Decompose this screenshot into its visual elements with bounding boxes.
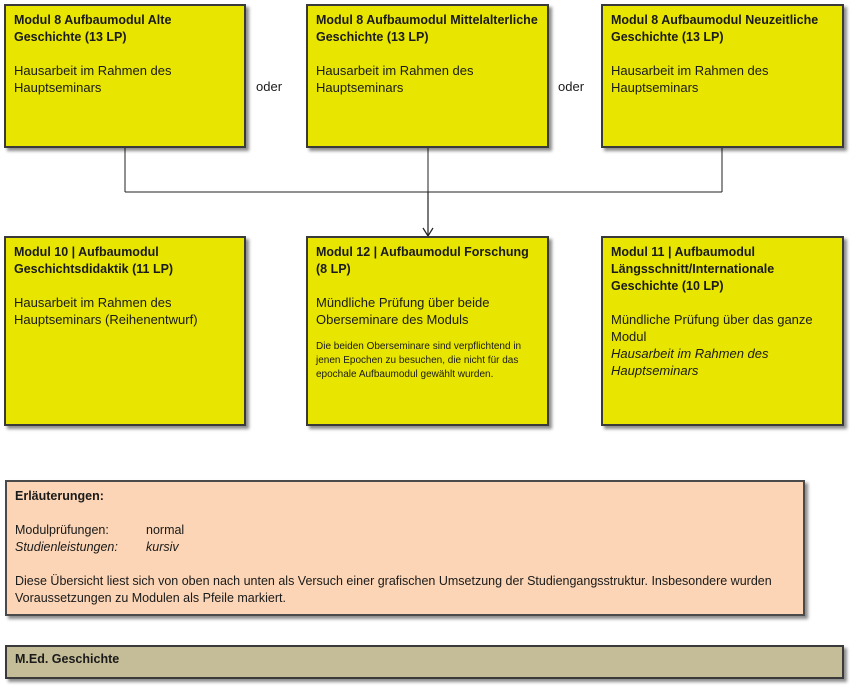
module-8-neuzeitliche-geschichte: Modul 8 Aufbaumodul Neuzeitliche Geschic… (601, 4, 844, 148)
module-title: Modul 12 | Aufbaumodul Forschung (8 LP) (316, 245, 529, 276)
module-exam: Hausarbeit im Rahmen des Hauptseminars (… (14, 295, 198, 327)
module-title: Modul 10 | Aufbaumodul Geschichtsdidakti… (14, 245, 174, 276)
module-8-alte-geschichte: Modul 8 Aufbaumodul Alte Geschichte (13 … (4, 4, 246, 148)
module-note: Die beiden Oberseminare sind verpflichte… (316, 341, 522, 380)
module-exam: Mündliche Prüfung über das ganze Modul (611, 312, 813, 344)
legend-row-coursework: Studienleistungen: kursiv (15, 539, 795, 556)
legend-value: normal (146, 523, 185, 537)
legend-box: Erläuterungen: Modulprüfungen: normal St… (5, 480, 805, 616)
module-11-laengsschnitt: Modul 11 | Aufbaumodul Längsschnitt/Inte… (601, 236, 844, 426)
module-exam: Mündliche Prüfung über beide Oberseminar… (316, 295, 490, 327)
or-label-1: oder (256, 79, 283, 94)
legend-title: Erläuterungen: (15, 489, 104, 503)
legend-row-exams: Modulprüfungen: normal (15, 522, 795, 539)
legend-key: Modulprüfungen: (15, 523, 109, 537)
module-exam: Hausarbeit im Rahmen des Hauptseminars (14, 63, 172, 95)
legend-value: kursiv (146, 540, 179, 554)
module-exam: Hausarbeit im Rahmen des Hauptseminars (316, 63, 474, 95)
or-label-2: oder (558, 79, 585, 94)
module-title: Modul 8 Aufbaumodul Neuzeitliche Geschic… (611, 13, 819, 44)
module-title: Modul 11 | Aufbaumodul Längsschnitt/Inte… (611, 245, 775, 293)
module-title: Modul 8 Aufbaumodul Alte Geschichte (13 … (14, 13, 172, 44)
module-coursework: Hausarbeit im Rahmen des Hauptseminars (611, 346, 769, 378)
module-12-forschung: Modul 12 | Aufbaumodul Forschung (8 LP) … (306, 236, 549, 426)
module-exam: Hausarbeit im Rahmen des Hauptseminars (611, 63, 769, 95)
legend-key: Studienleistungen: (15, 540, 118, 554)
module-10-geschichtsdidaktik: Modul 10 | Aufbaumodul Geschichtsdidakti… (4, 236, 246, 426)
footer-title: M.Ed. Geschichte (5, 645, 844, 679)
legend-description: Diese Übersicht liest sich von oben nach… (15, 574, 772, 605)
module-title: Modul 8 Aufbaumodul Mittelalterliche Ges… (316, 13, 538, 44)
module-8-mittelalterliche-geschichte: Modul 8 Aufbaumodul Mittelalterliche Ges… (306, 4, 549, 148)
